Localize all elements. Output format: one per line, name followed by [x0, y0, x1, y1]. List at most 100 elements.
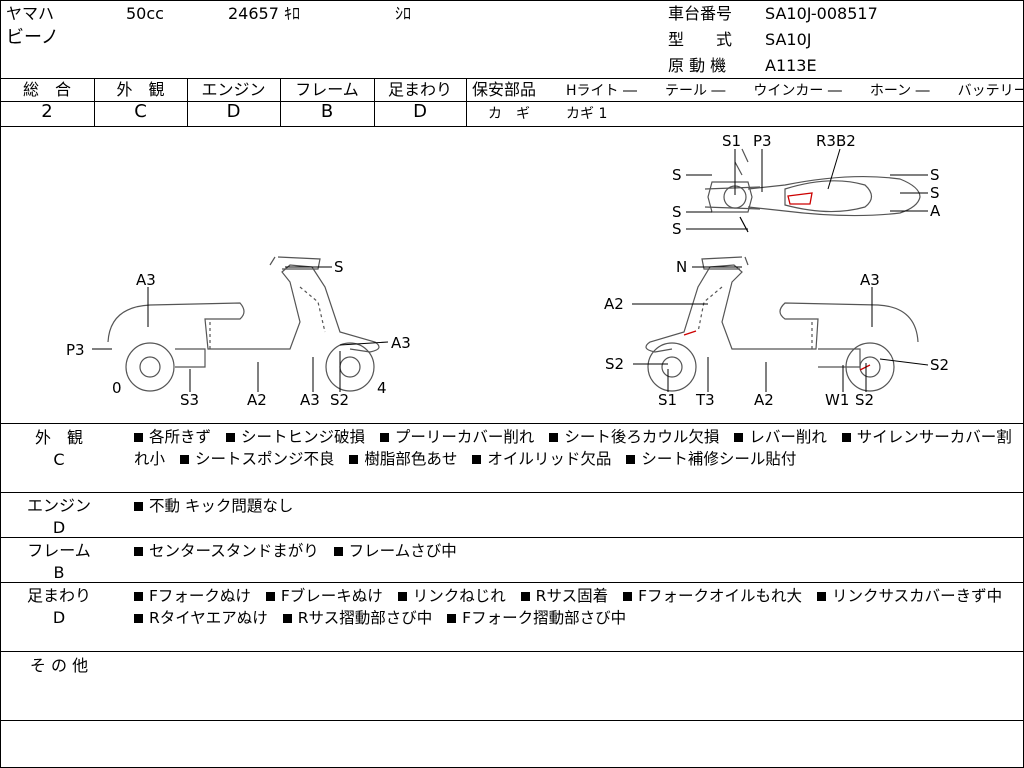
bullet-square-icon	[734, 432, 744, 442]
diagram-label: S1	[722, 132, 741, 150]
remark-frame-label: フレーム	[27, 541, 91, 560]
diagram-label: A3	[391, 334, 411, 352]
remark-engine-label: エンジン	[26, 496, 91, 515]
diagram-label: A3	[136, 271, 156, 289]
grade-frame-label: フレーム	[295, 80, 359, 99]
remark-suspension-grade: D	[52, 608, 66, 627]
bullet-square-icon	[626, 454, 636, 464]
diagram-label: S2	[930, 356, 949, 374]
diagram-label: A2	[247, 391, 267, 409]
grade-exterior-value: C	[134, 101, 147, 122]
remark-item-text: Rサス摺動部さび中	[297, 609, 433, 627]
diagram-label: S	[672, 220, 682, 238]
remark-item: 各所きず	[134, 428, 211, 446]
bullet-square-icon	[397, 591, 407, 601]
bullet-square-icon	[379, 432, 389, 442]
remark-item-text: Fブレーキぬけ	[280, 587, 383, 605]
type-label: 型 式	[668, 30, 733, 49]
diagram-label: S	[672, 203, 682, 221]
remark-item: シート後ろカウル欠損	[549, 428, 719, 446]
frame-number-value: SA10J-008517	[765, 4, 878, 23]
bullet-square-icon	[134, 432, 143, 442]
model-name: ビーノ	[6, 27, 59, 48]
divider	[374, 78, 375, 126]
remark-exterior-label: 外 観	[34, 428, 83, 447]
remark-suspension-label: 足まわり	[26, 586, 91, 605]
engine-model-value: A113E	[765, 56, 817, 75]
color: ｼﾛ	[395, 4, 412, 23]
remark-item-text: 樹脂部色あせ	[364, 450, 458, 468]
diagram-label: S	[930, 166, 940, 184]
diagram-label: S	[334, 258, 344, 276]
diagram-label: A3	[300, 391, 320, 409]
diagram-label: S3	[180, 391, 199, 409]
diagram-label: A3	[860, 271, 880, 289]
mileage: 24657 ｷﾛ	[228, 4, 300, 23]
bullet-square-icon	[265, 591, 275, 601]
remark-item-text: シートヒンジ破損	[240, 428, 365, 446]
bullet-square-icon	[333, 546, 343, 556]
diagram-label: S2	[330, 391, 349, 409]
maker: ヤマハ	[6, 4, 55, 23]
remark-item: オイルリッド欠品	[472, 450, 611, 468]
scooter-top-view	[704, 148, 921, 233]
remark-item: リンクサスカバーきず中	[816, 587, 1002, 605]
bullet-square-icon	[134, 501, 143, 511]
scooter-right-view	[645, 256, 919, 392]
remark-item-text: Rタイヤエアぬけ	[149, 609, 268, 627]
remark-item-text: プーリーカバー削れ	[394, 428, 535, 446]
diagram-label: 4	[377, 379, 387, 397]
divider	[0, 101, 466, 102]
displacement: 50cc	[126, 4, 164, 23]
grade-exterior-label: 外 観	[116, 80, 165, 99]
grade-suspension-label: 足まわり	[387, 80, 452, 99]
remark-item-text: 各所きず	[149, 428, 212, 446]
remark-item-text: フレームさび中	[348, 542, 457, 560]
remark-item: サイレンサーカバー割れ小	[134, 428, 1012, 468]
remark-item: レバー削れ	[734, 428, 827, 446]
remark-item: Fフォークぬけ	[134, 587, 251, 605]
divider	[0, 78, 1024, 79]
remark-item-text: Fフォークぬけ	[149, 587, 251, 605]
diagram-label: P3	[66, 341, 85, 359]
divider	[0, 126, 1024, 127]
remark-item: Rサス摺動部さび中	[282, 609, 433, 627]
diagram-label: N	[676, 258, 687, 276]
diagram-label: T3	[695, 391, 715, 409]
remark-item-text: Fフォーク摺動部さび中	[462, 609, 627, 627]
diagram-label: S	[930, 184, 940, 202]
remark-item-text: オイルリッド欠品	[487, 450, 612, 468]
divider	[0, 720, 1024, 721]
remark-item-text: レバー削れ	[749, 428, 827, 446]
key-label: カ ギ	[488, 106, 530, 122]
type-value: SA10J	[765, 30, 812, 49]
remark-item-text: リンクねじれ	[412, 587, 506, 605]
safety-label: 保安部品	[472, 80, 537, 99]
remark-item: シート補修シール貼付	[626, 450, 796, 468]
diagram-label: A	[930, 202, 941, 220]
divider	[0, 423, 1024, 424]
grade-engine-label: エンジン	[201, 80, 266, 99]
remark-suspension-items: Fフォークぬけ Fブレーキぬけ リンクねじれ Rサス固着 Fフォークオイルもれ大…	[134, 585, 1014, 629]
bullet-square-icon	[134, 546, 143, 556]
remark-exterior-items: 各所きず シートヒンジ破損 プーリーカバー削れ シート後ろカウル欠損 レバー削れ…	[134, 426, 1014, 470]
bullet-square-icon	[472, 454, 482, 464]
divider	[187, 78, 188, 126]
diagram-label: S	[672, 166, 682, 184]
engine-model-label: 原 動 機	[668, 56, 727, 75]
remark-item-text: シートスポンジ不良	[194, 450, 335, 468]
bullet-square-icon	[179, 454, 189, 464]
diagram-label: S2	[855, 391, 874, 409]
divider	[0, 582, 1024, 583]
remark-item: Fフォークオイルもれ大	[623, 587, 802, 605]
remark-frame-grade: B	[53, 563, 65, 582]
remark-item-text: Fフォークオイルもれ大	[638, 587, 802, 605]
remark-item: 不動 キック問題なし	[134, 497, 293, 515]
remark-item-text: シート補修シール貼付	[641, 450, 797, 468]
remark-item: フレームさび中	[333, 542, 457, 560]
bullet-square-icon	[225, 432, 235, 442]
diagram-label: A2	[604, 295, 624, 313]
remark-item: Fブレーキぬけ	[265, 587, 383, 605]
remark-exterior-grade: C	[53, 450, 65, 469]
bullet-square-icon	[816, 591, 826, 601]
